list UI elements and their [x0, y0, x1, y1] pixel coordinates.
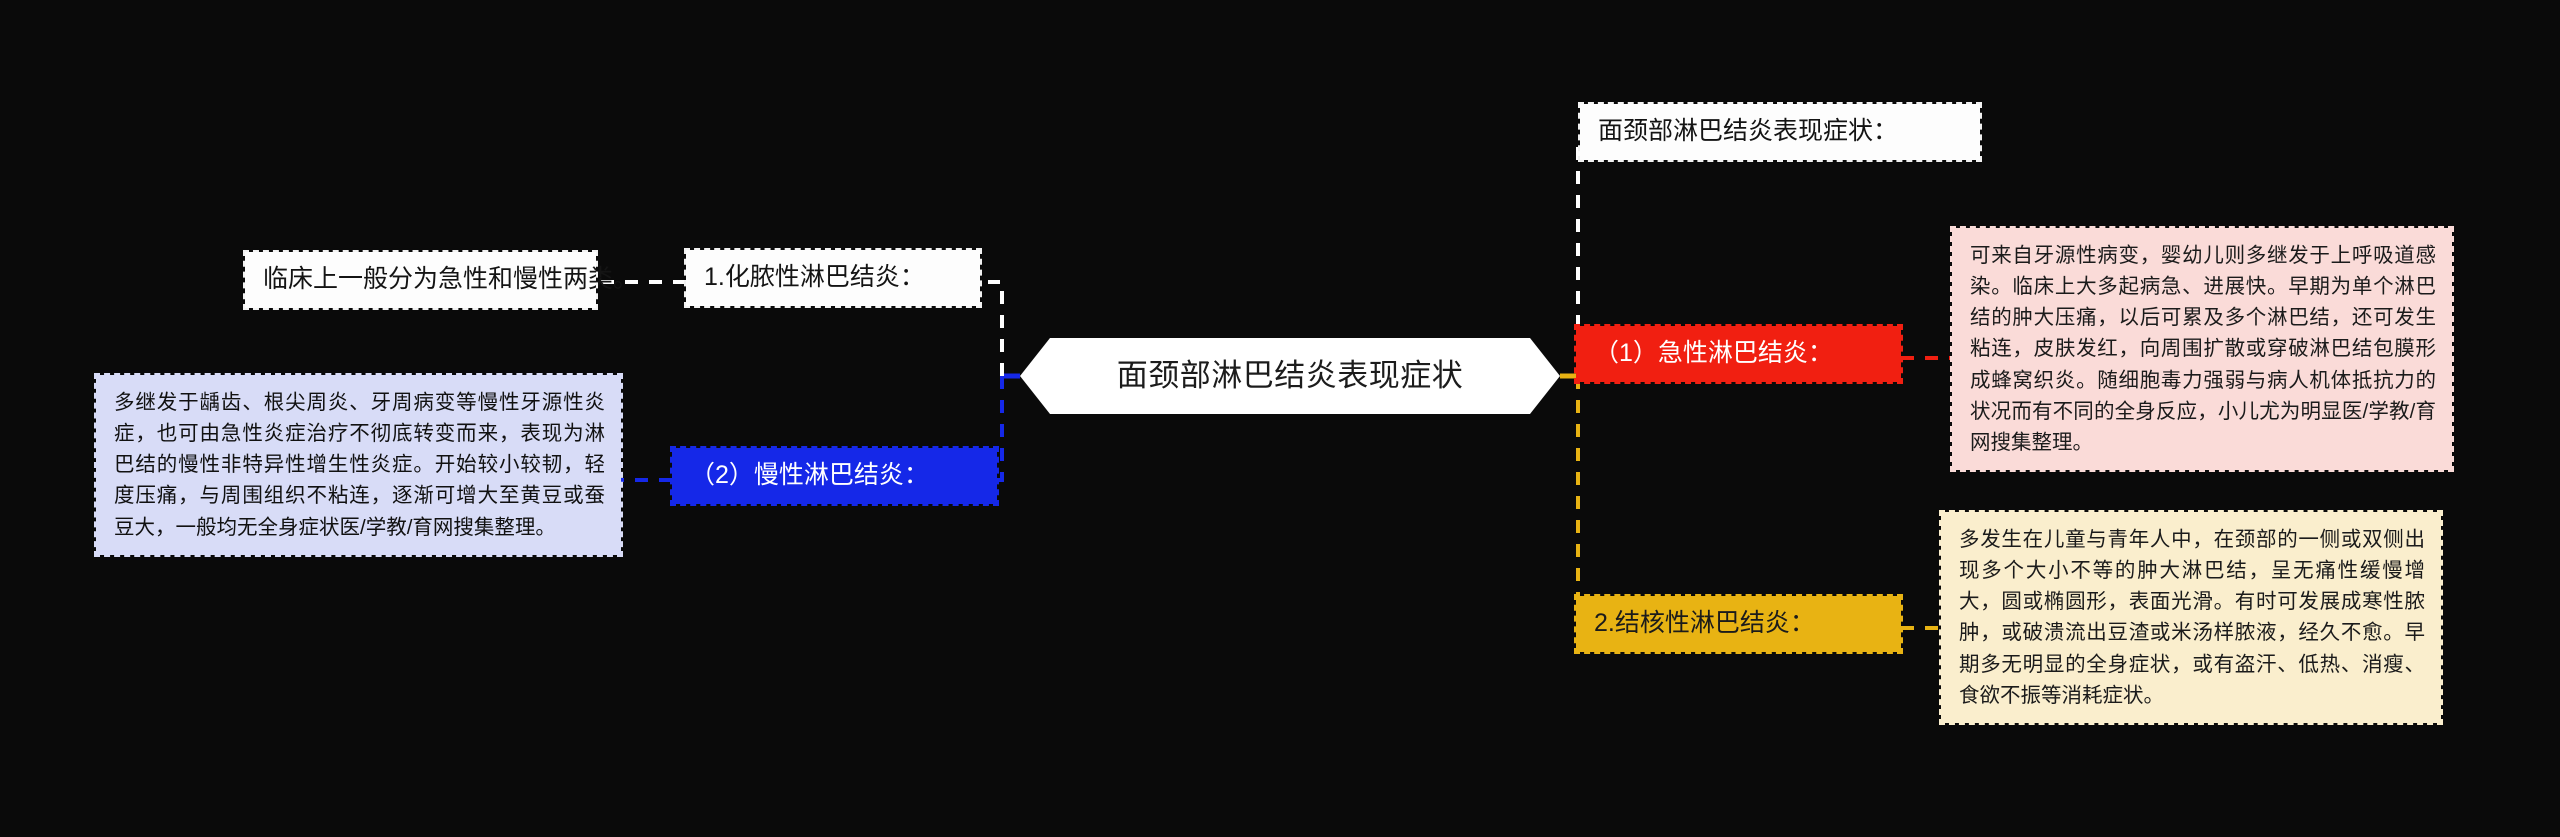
node-acute-lymphadenitis-detail[interactable]: 可来自牙源性病变，婴幼儿则多继发于上呼吸道感染。临床上大多起病急、进展快。早期为… — [1950, 225, 2454, 473]
node-suppurative-lymphadenitis[interactable]: 1.化脓性淋巴结炎： — [684, 248, 982, 308]
node-acute-lymphadenitis-detail-text: 可来自牙源性病变，婴幼儿则多继发于上呼吸道感染。临床上大多起病急、进展快。早期为… — [1970, 244, 2436, 454]
node-tuberculous-lymphadenitis[interactable]: 2.结核性淋巴结炎： — [1574, 594, 1903, 654]
node-tuberculous-lymphadenitis-label: 2.结核性淋巴结炎： — [1594, 609, 1815, 637]
node-chronic-lymphadenitis-detail[interactable]: 多继发于龋齿、根尖周炎、牙周病变等慢性牙源性炎症，也可由急性炎症治疗不彻底转变而… — [94, 373, 623, 557]
node-chronic-lymphadenitis-detail-text: 多继发于龋齿、根尖周炎、牙周病变等慢性牙源性炎症，也可由急性炎症治疗不彻底转变而… — [114, 391, 605, 539]
node-chronic-lymphadenitis-label: （2）慢性淋巴结炎： — [690, 461, 929, 489]
node-tuberculous-lymphadenitis-detail[interactable]: 多发生在儿童与青年人中，在颈部的一侧或双侧出现多个大小不等的肿大淋巴结，呈无痛性… — [1939, 510, 2443, 725]
connector-suppurative — [988, 280, 1004, 376]
node-chronic-lymphadenitis[interactable]: （2）慢性淋巴结炎： — [670, 446, 999, 506]
root-node[interactable]: 面颈部淋巴结炎表现症状 — [1020, 338, 1560, 414]
node-topic-title-label: 面颈部淋巴结炎表现症状： — [1598, 117, 1899, 145]
root-node-label: 面颈部淋巴结炎表现症状 — [1116, 357, 1464, 393]
node-suppurative-lymphadenitis-detail[interactable]: 临床上一般分为急性和慢性两类。 — [243, 250, 639, 310]
node-topic-title[interactable]: 面颈部淋巴结炎表现症状： — [1578, 102, 1982, 162]
node-suppurative-lymphadenitis-detail-text: 临床上一般分为急性和慢性两类。 — [263, 265, 639, 293]
node-tuberculous-lymphadenitis-detail-text: 多发生在儿童与青年人中，在颈部的一侧或双侧出现多个大小不等的肿大淋巴结，呈无痛性… — [1959, 528, 2425, 707]
connector-chronic — [992, 376, 1004, 482]
connector-tuberculous — [1576, 376, 1592, 630]
node-acute-lymphadenitis[interactable]: （1）急性淋巴结炎： — [1574, 324, 1903, 384]
node-acute-lymphadenitis-label: （1）急性淋巴结炎： — [1594, 339, 1833, 367]
node-suppurative-lymphadenitis-label: 1.化脓性淋巴结炎： — [704, 263, 925, 291]
